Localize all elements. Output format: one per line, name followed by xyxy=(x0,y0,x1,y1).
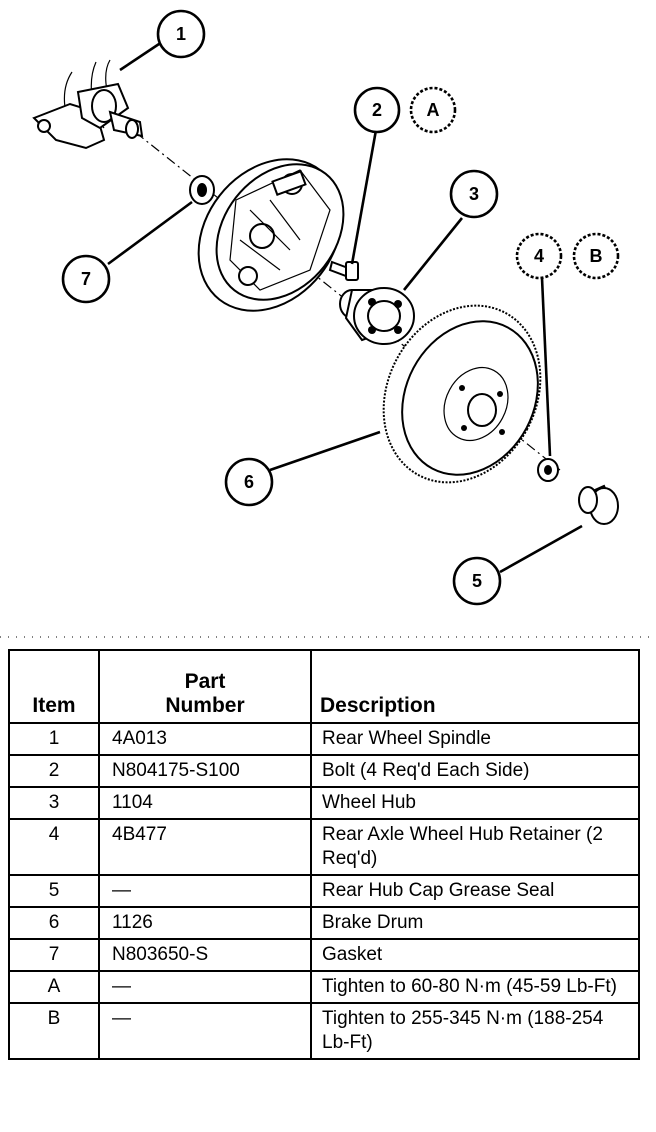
cell-description: Rear Hub Cap Grease Seal xyxy=(310,874,640,908)
cell-description: Rear Wheel Spindle xyxy=(310,722,640,756)
svg-text:6: 6 xyxy=(244,472,254,492)
cell-item: 4 xyxy=(8,818,100,876)
callout-4: 4 xyxy=(515,232,563,280)
cell-part-number: 1104 xyxy=(98,786,312,820)
leader-6 xyxy=(269,430,381,472)
header-part-number: Part Number xyxy=(98,649,312,724)
cell-description: Tighten to 60-80 N·m (45-59 Lb-Ft) xyxy=(310,970,640,1004)
exploded-view-diagram: 1 2 A 3 4 B 5 6 7 xyxy=(32,9,620,606)
bolt xyxy=(328,260,359,281)
cell-part-number: 4A013 xyxy=(98,722,312,756)
brake-backing-plate xyxy=(197,158,345,312)
leader-5 xyxy=(499,524,583,574)
svg-text:1: 1 xyxy=(176,24,186,44)
cell-item: B xyxy=(8,1002,100,1060)
table-row: 3 1104 Wheel Hub xyxy=(8,786,640,820)
svg-text:A: A xyxy=(427,100,440,120)
cell-description: Rear Axle Wheel Hub Retainer (2 Req'd) xyxy=(310,818,640,876)
callout-3: 3 xyxy=(449,169,499,219)
cell-item: 7 xyxy=(8,938,100,972)
leader-7 xyxy=(107,200,193,266)
table-row: 6 1126 Brake Drum xyxy=(8,906,640,940)
cell-item: 1 xyxy=(8,722,100,756)
cell-part-number: 4B477 xyxy=(98,818,312,876)
callout-5: 5 xyxy=(452,556,502,606)
cell-item: 3 xyxy=(8,786,100,820)
separator-line xyxy=(0,636,656,638)
callout-7: 7 xyxy=(61,254,111,304)
cell-part-number: N803650-S xyxy=(98,938,312,972)
cell-description: Bolt (4 Req'd Each Side) xyxy=(310,754,640,788)
callout-1: 1 xyxy=(156,9,206,59)
gasket xyxy=(189,175,215,205)
table-row: 5 — Rear Hub Cap Grease Seal xyxy=(8,874,640,908)
rear-wheel-spindle xyxy=(32,59,144,150)
header-part-line2: Number xyxy=(165,694,245,717)
leader-2 xyxy=(350,129,378,265)
svg-text:2: 2 xyxy=(372,100,382,120)
svg-text:7: 7 xyxy=(81,269,91,289)
cell-item: A xyxy=(8,970,100,1004)
table-header-row: Item Part Number Description xyxy=(8,649,640,724)
table-row: B — Tighten to 255-345 N·m (188-254 Lb-F… xyxy=(8,1002,640,1060)
callout-6: 6 xyxy=(224,457,274,507)
cell-part-number: — xyxy=(98,874,312,908)
callout-A: A xyxy=(409,86,457,134)
cell-part-number: — xyxy=(98,1002,312,1060)
table-row: 4 4B477 Rear Axle Wheel Hub Retainer (2 … xyxy=(8,818,640,876)
cell-description: Gasket xyxy=(310,938,640,972)
leader-3 xyxy=(402,217,464,291)
cell-part-number: N804175-S100 xyxy=(98,754,312,788)
leader-4 xyxy=(540,277,552,457)
callout-2: 2 xyxy=(353,86,401,134)
cell-item: 6 xyxy=(8,906,100,940)
table-row: 7 N803650-S Gasket xyxy=(8,938,640,972)
wheel-hub-retainer xyxy=(537,458,559,482)
table-row: A — Tighten to 60-80 N·m (45-59 Lb-Ft) xyxy=(8,970,640,1004)
cell-part-number: 1126 xyxy=(98,906,312,940)
svg-text:3: 3 xyxy=(469,184,479,204)
leader-1 xyxy=(119,40,163,72)
table-row: 2 N804175-S100 Bolt (4 Req'd Each Side) xyxy=(8,754,640,788)
header-description: Description xyxy=(310,649,640,724)
cell-description: Wheel Hub xyxy=(310,786,640,820)
cell-item: 2 xyxy=(8,754,100,788)
svg-text:4: 4 xyxy=(534,246,544,266)
svg-text:B: B xyxy=(590,246,603,266)
parts-table: Item Part Number Description 1 4A013 Rea… xyxy=(8,649,640,1060)
header-part-line1: Part xyxy=(184,670,226,693)
cell-item: 5 xyxy=(8,874,100,908)
callout-B: B xyxy=(572,232,620,280)
cell-description: Brake Drum xyxy=(310,906,640,940)
brake-drum xyxy=(382,304,542,484)
svg-text:5: 5 xyxy=(472,571,482,591)
cell-part-number: — xyxy=(98,970,312,1004)
cell-description: Tighten to 255-345 N·m (188-254 Lb-Ft) xyxy=(310,1002,640,1060)
hub-cap-grease-seal xyxy=(578,484,619,525)
wheel-hub xyxy=(339,287,415,345)
table-row: 1 4A013 Rear Wheel Spindle xyxy=(8,722,640,756)
header-item: Item xyxy=(8,649,100,724)
